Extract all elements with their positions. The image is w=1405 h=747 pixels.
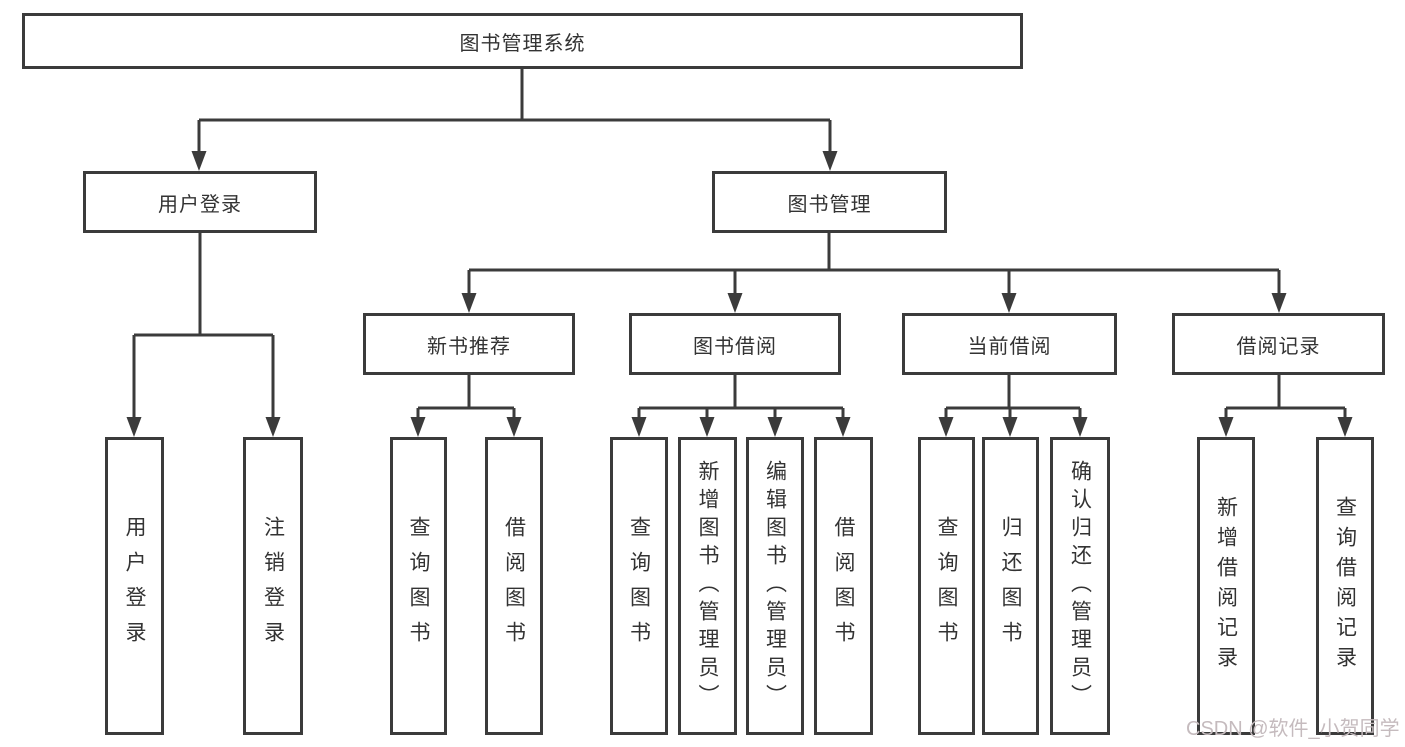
connector-path: [1224, 375, 1347, 421]
leaf-label: 新增图书（管理员）: [696, 460, 719, 712]
node-user-login: 用户登录: [83, 171, 317, 233]
node-book-management: 图书管理: [712, 171, 947, 233]
arrowhead-icon: [938, 417, 954, 437]
leaf-logout: 注销登录: [243, 437, 303, 735]
node-library-management-system: 图书管理系统: [22, 13, 1023, 69]
connector-path: [637, 375, 845, 421]
arrowhead-icon: [1002, 417, 1018, 437]
node-book-borrow: 图书借阅: [629, 313, 841, 375]
leaf-return-book: 归还图书: [982, 437, 1039, 735]
leaf-label: 借阅图书: [502, 516, 526, 656]
arrowhead-icon: [1271, 293, 1287, 313]
leaf-label: 查询图书: [407, 516, 430, 656]
node-label: 用户登录: [158, 193, 242, 216]
leaf-label: 查询图书: [627, 516, 651, 656]
arrowhead-icon: [727, 293, 743, 313]
arrowhead-icon: [1337, 417, 1353, 437]
connector-path: [132, 233, 275, 421]
node-label: 图书借阅: [693, 335, 777, 358]
leaf-add-borrow-record: 新增借阅记录: [1197, 437, 1255, 735]
leaf-borrow-book: 借阅图书: [814, 437, 873, 735]
node-label: 图书管理: [787, 193, 872, 216]
leaf-query-borrow-record: 查询借阅记录: [1316, 437, 1374, 735]
arrowhead-icon: [699, 417, 715, 437]
node-label: 当前借阅: [967, 335, 1052, 358]
node-current-borrow: 当前借阅: [902, 313, 1117, 375]
connector-path: [944, 375, 1082, 421]
leaf-query-book-current: 查询图书: [918, 437, 975, 735]
node-label: 借阅记录: [1236, 335, 1321, 358]
leaf-label: 新增借阅记录: [1214, 496, 1238, 676]
leaf-label: 编辑图书（管理员）: [763, 460, 787, 712]
leaf-label: 确认归还（管理员）: [1068, 460, 1092, 712]
leaf-user-login: 用户登录: [105, 437, 164, 735]
leaf-borrow-book-recommend: 借阅图书: [485, 437, 543, 735]
arrowhead-icon: [265, 417, 281, 437]
node-borrow-record: 借阅记录: [1172, 313, 1385, 375]
node-new-book-recommend: 新书推荐: [363, 313, 575, 375]
node-label: 新书推荐: [427, 335, 511, 358]
leaf-label: 注销登录: [261, 516, 285, 656]
leaf-label: 借阅图书: [832, 516, 855, 656]
arrowhead-icon: [631, 417, 647, 437]
leaf-edit-book-admin: 编辑图书（管理员）: [746, 437, 804, 735]
leaf-label: 查询借阅记录: [1333, 496, 1357, 676]
arrowhead-icon: [767, 417, 783, 437]
leaf-label: 查询图书: [935, 516, 958, 656]
arrowhead-icon: [191, 151, 207, 171]
arrowhead-icon: [126, 417, 142, 437]
leaf-query-book-borrow: 查询图书: [610, 437, 668, 735]
csdn-watermark: CSDN @软件_小贺同学: [1186, 718, 1400, 740]
arrowhead-icon: [461, 293, 477, 313]
arrowhead-icon: [1001, 293, 1017, 313]
arrowhead-icon: [506, 417, 522, 437]
arrowhead-icon: [822, 151, 838, 171]
leaf-add-book-admin: 新增图书（管理员）: [678, 437, 737, 735]
arrowhead-icon: [1218, 417, 1234, 437]
node-label: 图书管理系统: [459, 32, 586, 55]
connector-path: [416, 375, 516, 421]
connector-path: [467, 233, 1281, 297]
connector-path: [197, 69, 832, 155]
leaf-query-book-recommend: 查询图书: [390, 437, 447, 735]
arrowhead-icon: [1072, 417, 1088, 437]
leaf-label: 用户登录: [123, 516, 146, 656]
leaf-confirm-return-admin: 确认归还（管理员）: [1050, 437, 1110, 735]
leaf-label: 归还图书: [999, 516, 1022, 656]
arrowhead-icon: [410, 417, 426, 437]
arrowhead-icon: [835, 417, 851, 437]
